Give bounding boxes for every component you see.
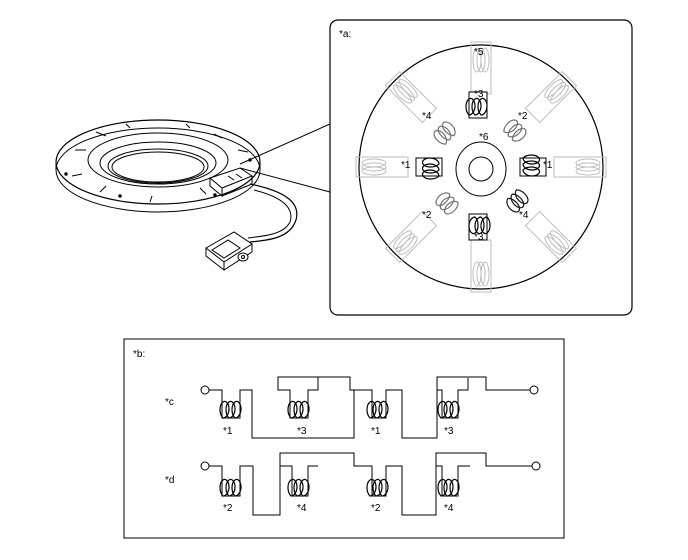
leader-lines [239,123,331,193]
row-c-coil-label-2: *3 [297,426,307,437]
row-d-circuit [200,452,541,516]
center-ring [455,141,507,197]
center-hole [468,156,494,182]
detail-panel-label: *a: [339,29,351,40]
row-d-coil-label-4: *4 [444,503,454,514]
rotor-disc [358,44,604,290]
coil-label-right: *1 [543,160,553,171]
row-c-coil-label-4: *3 [444,426,454,437]
coil-label-upper-left: *4 [422,111,432,122]
row-c-label: *c [165,397,174,408]
inner-coils [415,91,547,241]
sensor-plug [205,231,253,272]
coil-label-lower-left: *2 [422,210,432,221]
coil-label-bottom: *3 [474,232,484,243]
row-c-coil-label-3: *1 [371,426,381,437]
stator-ring [55,119,261,213]
coil-label-lower-right: *4 [519,210,529,221]
row-d-coil-labels: *2 *4 *2 *4 [223,503,454,514]
row-d-label: *d [165,475,174,486]
wiring-panel-label: *b: [133,349,145,360]
coil-labels: *5 *3 *4 *2 *1 *1 *6 *2 *4 *3 [401,47,553,243]
row-c-coil-label-1: *1 [223,426,233,437]
row-c-coil-labels: *1 *3 *1 *3 [223,426,454,437]
coil-label-upper-right: *2 [518,111,528,122]
wiring-panel-b: *b: *c *1 *3 *1 *3 *d [123,338,565,539]
sensor-assembly [55,119,298,272]
coil-label-top-inner: *3 [474,89,484,100]
detail-panel-a: *a: [329,19,633,316]
row-d-coil-label-3: *2 [371,503,381,514]
coil-label-center: *6 [479,132,489,143]
sensor-cable [247,183,298,243]
row-d-coil-label-2: *4 [297,503,307,514]
coil-label-top-outer: *5 [474,47,484,58]
coil-label-left: *1 [401,160,411,171]
row-d-coil-label-1: *2 [223,503,233,514]
